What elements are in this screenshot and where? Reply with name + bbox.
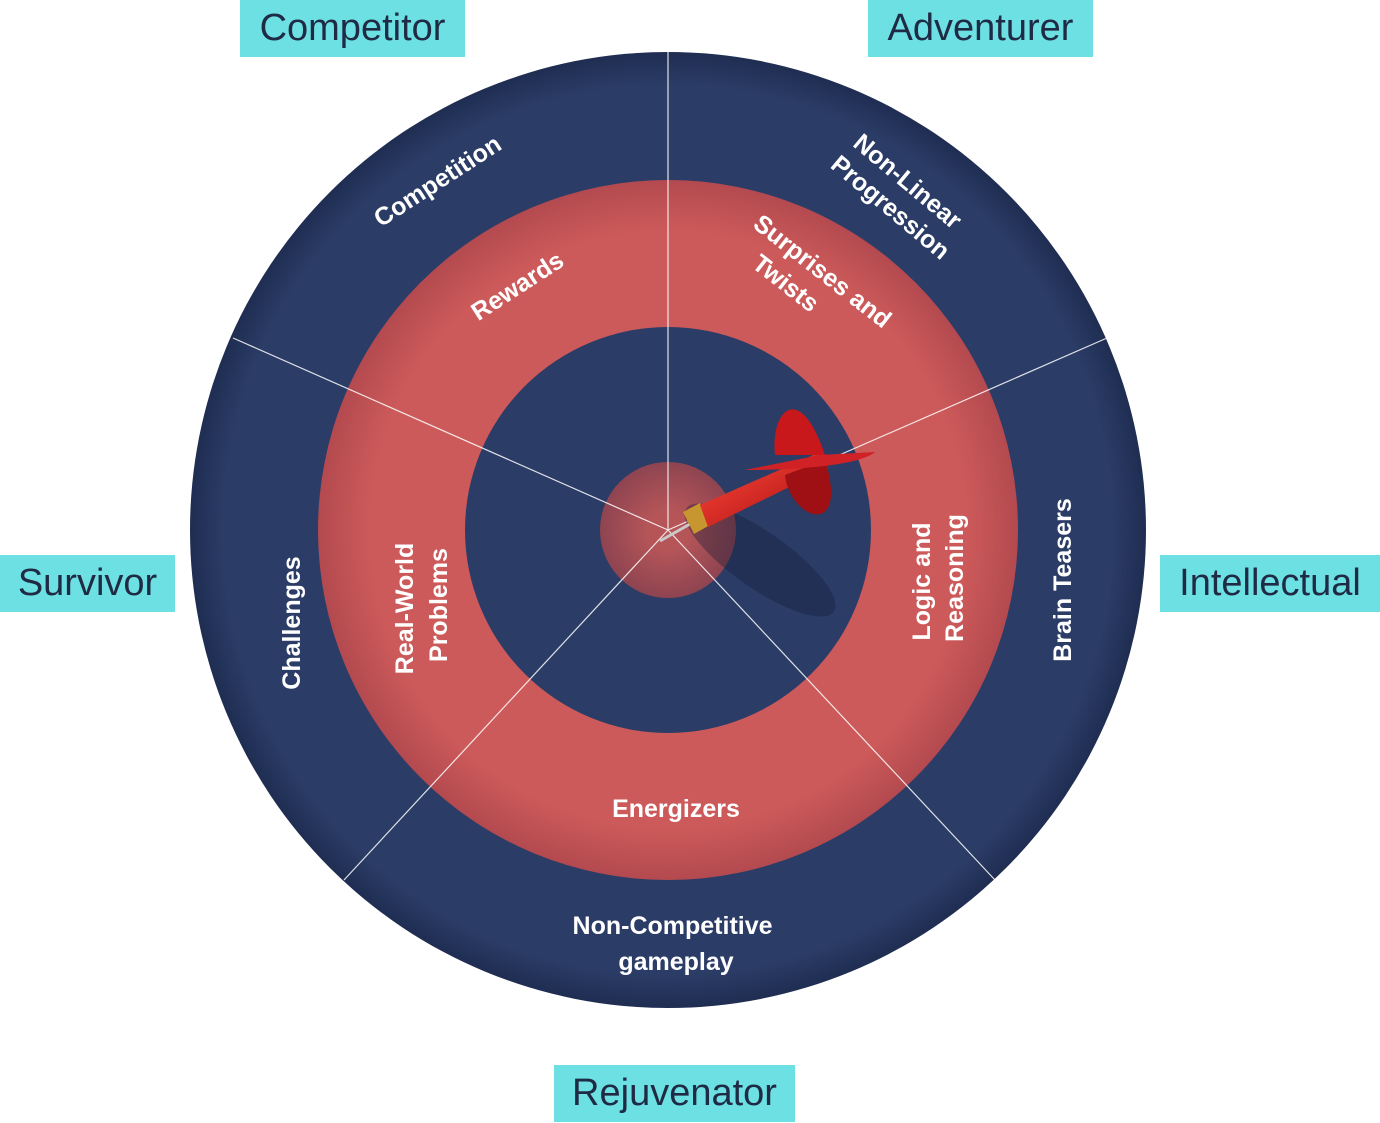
player-type-intellectual: Intellectual (1160, 555, 1380, 612)
middle-survivor-label: Real-World Problems (391, 536, 453, 674)
player-type-competitor: Competitor (240, 0, 465, 57)
player-type-adventurer: Adventurer (868, 0, 1093, 57)
player-type-survivor: Survivor (0, 555, 175, 612)
dart-icon (659, 409, 875, 617)
outer-rejuvenator-label: Non-Competitive gameplay (573, 912, 780, 976)
outer-intellectual-label: Brain Teasers (1049, 498, 1077, 662)
middle-rejuvenator-label: Energizers (612, 795, 740, 823)
outer-survivor-label: Challenges (278, 556, 306, 689)
player-type-rejuvenator: Rejuvenator (554, 1065, 795, 1122)
middle-intellectual-label: Logic and Reasoning (908, 514, 969, 642)
